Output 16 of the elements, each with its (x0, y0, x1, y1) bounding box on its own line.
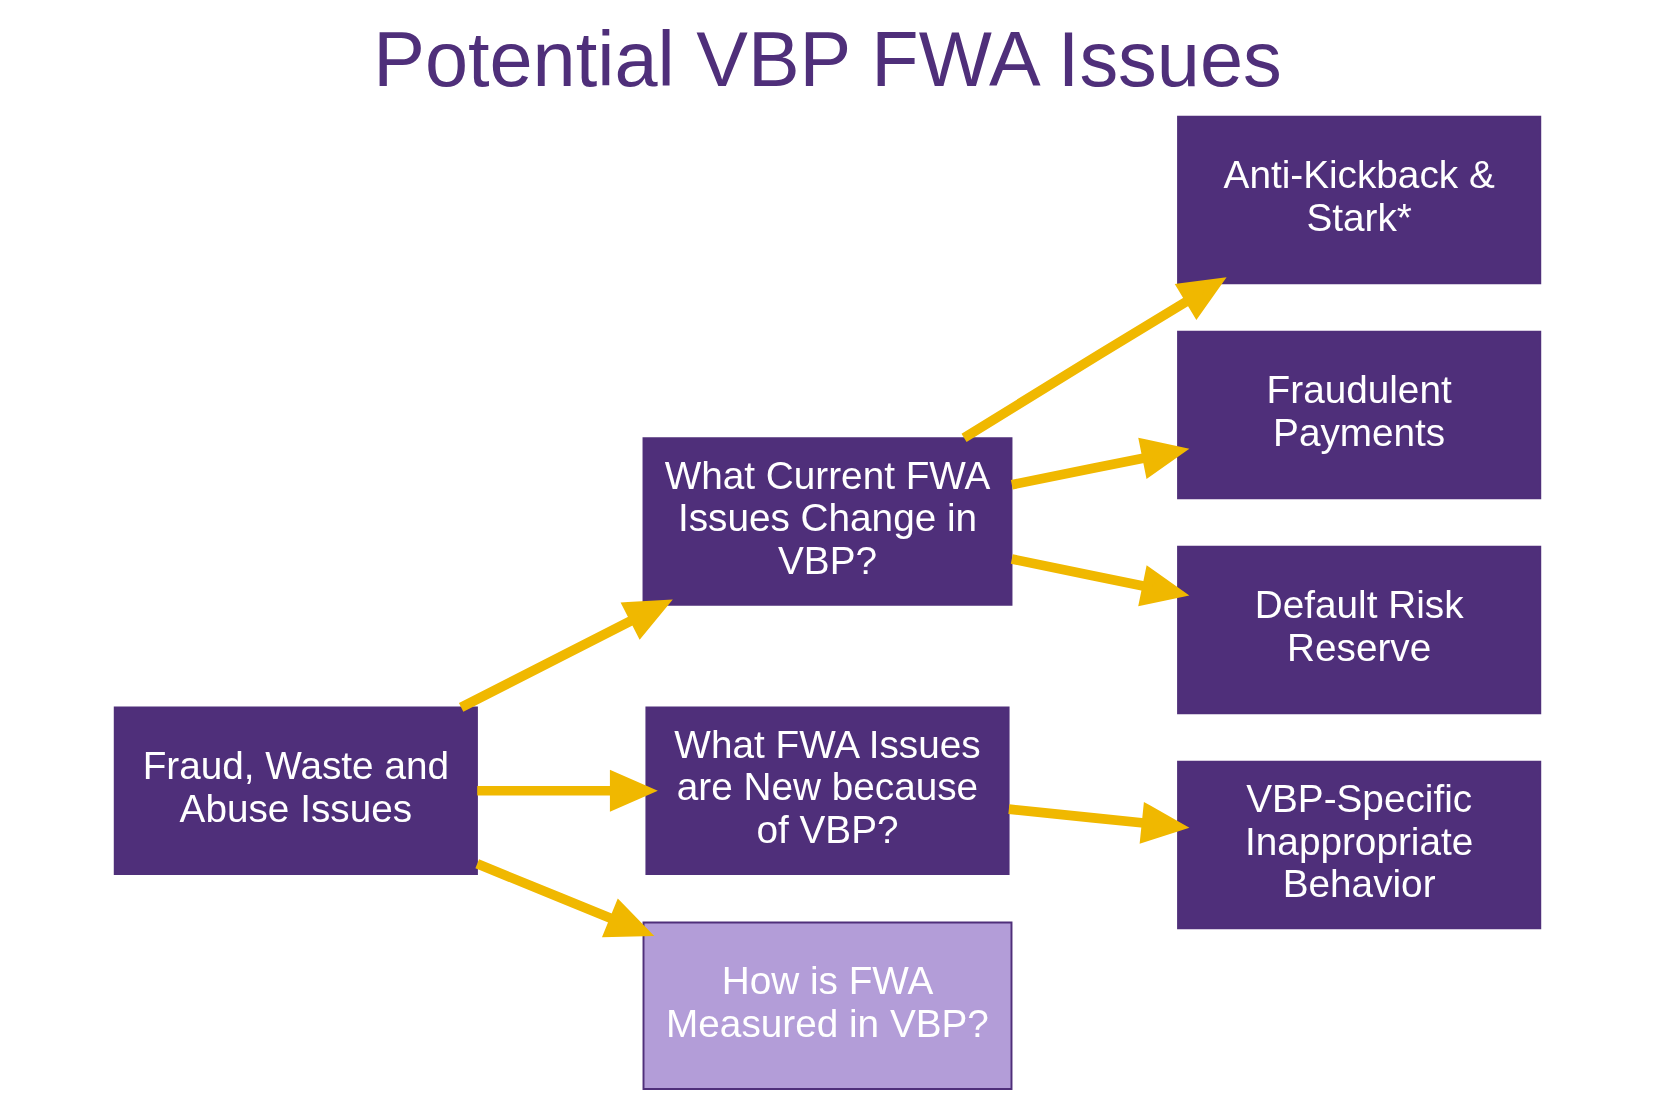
node-box: What FWA Issues are New because of VBP? (645, 706, 1010, 875)
diagram-title: Potential VBP FWA Issues (373, 15, 1282, 102)
node-box: Fraud, Waste and Abuse Issues (113, 706, 478, 875)
arrow (458, 599, 673, 712)
arrow (475, 859, 655, 938)
node-box: What Current FWA Issues Change in VBP? (642, 437, 1013, 606)
arrow (961, 277, 1227, 442)
node-box: Fraudulent Payments (1177, 330, 1542, 500)
arrow (1010, 554, 1190, 607)
node-box: How is FWA Measured in VBP? (642, 921, 1013, 1090)
node-box: VBP-Specific Inappropriate Behavior (1177, 760, 1542, 930)
node-box: Anti-Kickback & Stark* (1177, 115, 1542, 285)
node-box: Default Risk Reserve (1177, 545, 1542, 715)
arrow (1010, 437, 1190, 490)
arrow (477, 769, 658, 812)
arrow (1008, 801, 1190, 844)
